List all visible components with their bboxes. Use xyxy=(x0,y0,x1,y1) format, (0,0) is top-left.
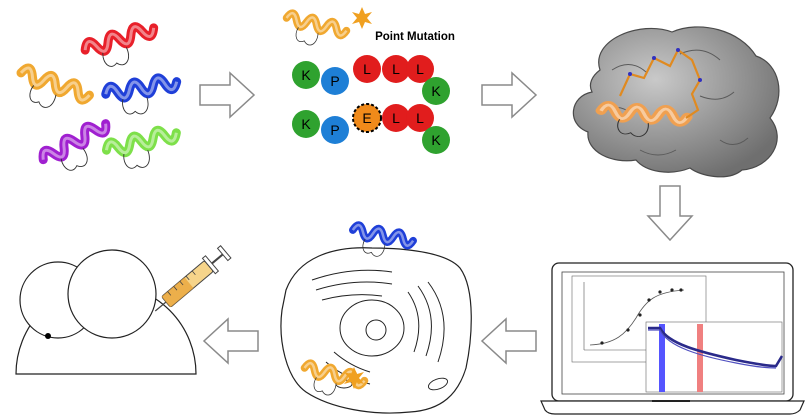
laptop-icon xyxy=(540,262,805,415)
residue-label: L xyxy=(392,110,400,126)
residue-bead xyxy=(292,61,320,89)
residue-label: K xyxy=(431,132,441,148)
residue-bead xyxy=(382,104,410,132)
sensorgram-chart-icon xyxy=(645,321,784,393)
arrow-left-icon xyxy=(481,318,537,364)
peptide-helix-icon xyxy=(105,75,182,120)
residue-label: L xyxy=(416,110,424,126)
residue-label: K xyxy=(301,67,311,83)
mutated-residue xyxy=(352,103,382,133)
residue-label: K xyxy=(431,83,441,99)
residue-bead xyxy=(321,67,349,95)
peptide-helix-icon xyxy=(282,12,348,52)
arrow-right-icon xyxy=(199,72,255,118)
residue-label: P xyxy=(330,73,339,89)
peptide-helix-icon xyxy=(83,21,162,74)
residue-label: L xyxy=(363,61,371,77)
cell-icon xyxy=(280,247,472,414)
residue-bead xyxy=(321,116,349,144)
starburst-icon xyxy=(344,367,364,389)
residue-label: L xyxy=(416,61,424,77)
peptide-helix-icon xyxy=(13,66,92,119)
residue-label: L xyxy=(392,61,400,77)
residue-bead xyxy=(382,55,410,83)
residue-bead xyxy=(406,55,434,83)
arrow-left-icon xyxy=(203,318,259,364)
residue-bead xyxy=(422,126,450,154)
residue-bead xyxy=(292,110,320,138)
residue-bead xyxy=(353,55,381,83)
residue-label: K xyxy=(301,116,311,132)
point-mutation-title: Point Mutation xyxy=(375,31,455,43)
syringe-icon xyxy=(154,245,232,312)
residue-label: E xyxy=(362,110,371,126)
starburst-icon xyxy=(352,7,372,29)
arrow-down-icon xyxy=(646,185,694,242)
residue-label: P xyxy=(330,122,339,138)
peptide-helix-icon xyxy=(105,126,183,175)
arrow-right-icon xyxy=(481,72,537,118)
peptide-library xyxy=(13,21,182,182)
protein-structure-icon xyxy=(572,26,780,178)
residue-bead xyxy=(406,104,434,132)
mouse-icon xyxy=(15,249,197,375)
residue-bead xyxy=(422,77,450,105)
